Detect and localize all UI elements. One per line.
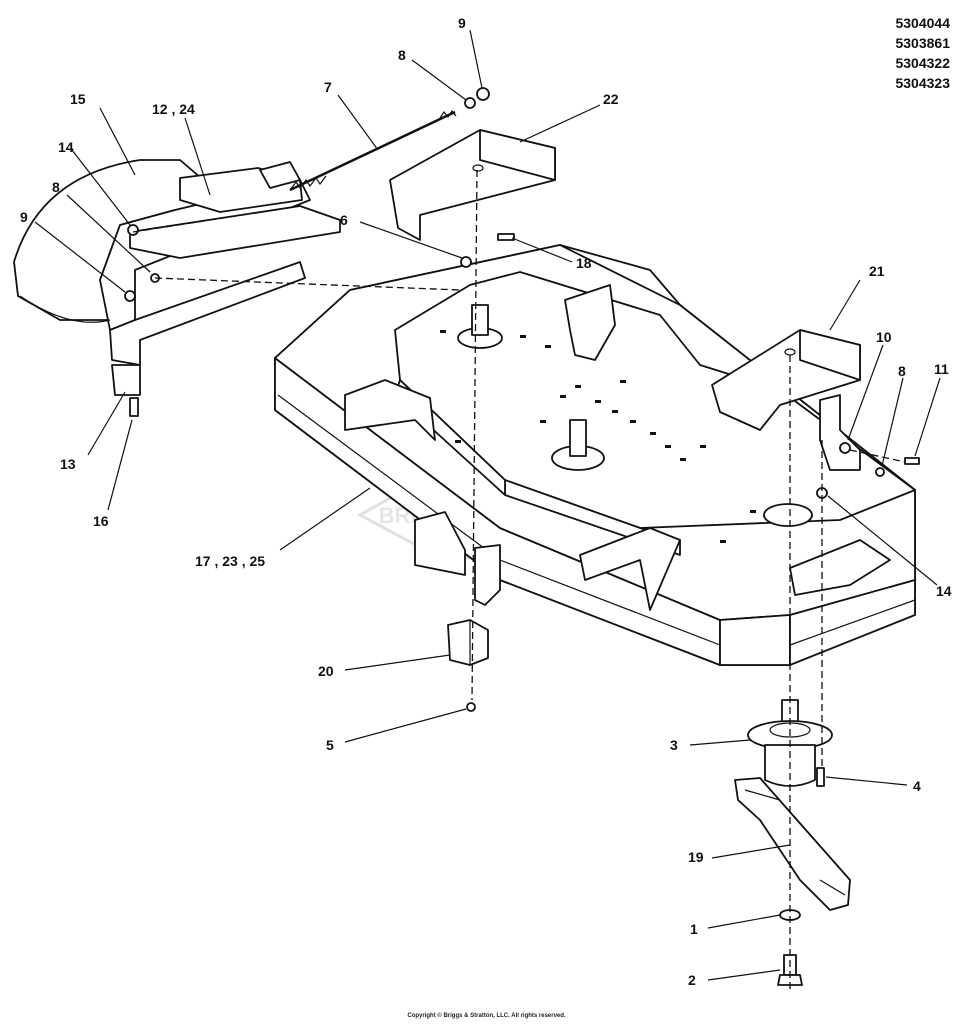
nut-9-top <box>476 87 490 101</box>
part-number-2: 5303861 <box>895 35 950 51</box>
bolt-4 <box>816 767 825 787</box>
callout-20: 20 <box>318 663 334 679</box>
bolt-2 <box>777 954 803 986</box>
callout-8-top: 8 <box>398 47 406 63</box>
callout-8-left: 8 <box>52 179 60 195</box>
bolt-18 <box>497 233 515 241</box>
spindle-cover-21 <box>711 329 861 431</box>
callout-17-23-25: 17 , 23 , 25 <box>195 553 265 569</box>
washer-8-right <box>875 467 885 477</box>
leader-lines <box>34 29 941 981</box>
callout-9-left: 9 <box>20 209 28 225</box>
nut-14-left <box>127 224 139 236</box>
part-number-1: 5304044 <box>895 15 950 31</box>
washer-8-top <box>464 97 476 109</box>
nut-6 <box>460 256 472 268</box>
nut-9-left <box>124 290 136 302</box>
part-number-3: 5304322 <box>895 55 950 71</box>
callout-14-right: 14 <box>936 583 952 599</box>
callout-6: 6 <box>340 212 348 228</box>
callout-10: 10 <box>876 329 892 345</box>
spindle-cover-22 <box>389 129 556 241</box>
callout-labels: 9 8 7 22 15 12 , 24 14 8 9 6 18 21 10 8 … <box>20 15 952 988</box>
callout-9-top: 9 <box>458 15 466 31</box>
callout-2: 2 <box>688 972 696 988</box>
callout-3: 3 <box>670 737 678 753</box>
blade-19 <box>734 777 851 911</box>
callout-12-24: 12 , 24 <box>152 101 195 117</box>
callout-15: 15 <box>70 91 86 107</box>
callout-19: 19 <box>688 849 704 865</box>
callout-1: 1 <box>690 921 698 937</box>
callout-18: 18 <box>576 255 592 271</box>
part-number-4: 5304323 <box>895 75 950 91</box>
callout-5: 5 <box>326 737 334 753</box>
mower-deck-17-23-25 <box>274 244 916 666</box>
callout-13: 13 <box>60 456 76 472</box>
bolt-16 <box>129 397 139 417</box>
callout-16: 16 <box>93 513 109 529</box>
callout-8-right: 8 <box>898 363 906 379</box>
callout-4: 4 <box>913 778 921 794</box>
rod-7 <box>289 109 457 192</box>
callout-14-left: 14 <box>58 139 74 155</box>
callout-22: 22 <box>603 91 619 107</box>
bolt-11 <box>904 457 920 465</box>
bumper-20 <box>447 619 489 666</box>
hinge-bracket-12-24 <box>129 161 341 259</box>
bolt-10 <box>839 442 851 454</box>
callout-21: 21 <box>869 263 885 279</box>
copyright-notice: Copyright © Briggs & Stratton, LLC. All … <box>407 1013 566 1019</box>
callout-7: 7 <box>324 79 332 95</box>
alignment-lines <box>132 169 906 990</box>
bolt-5 <box>466 702 476 712</box>
deck-holes <box>440 330 756 543</box>
callout-11: 11 <box>934 361 949 377</box>
